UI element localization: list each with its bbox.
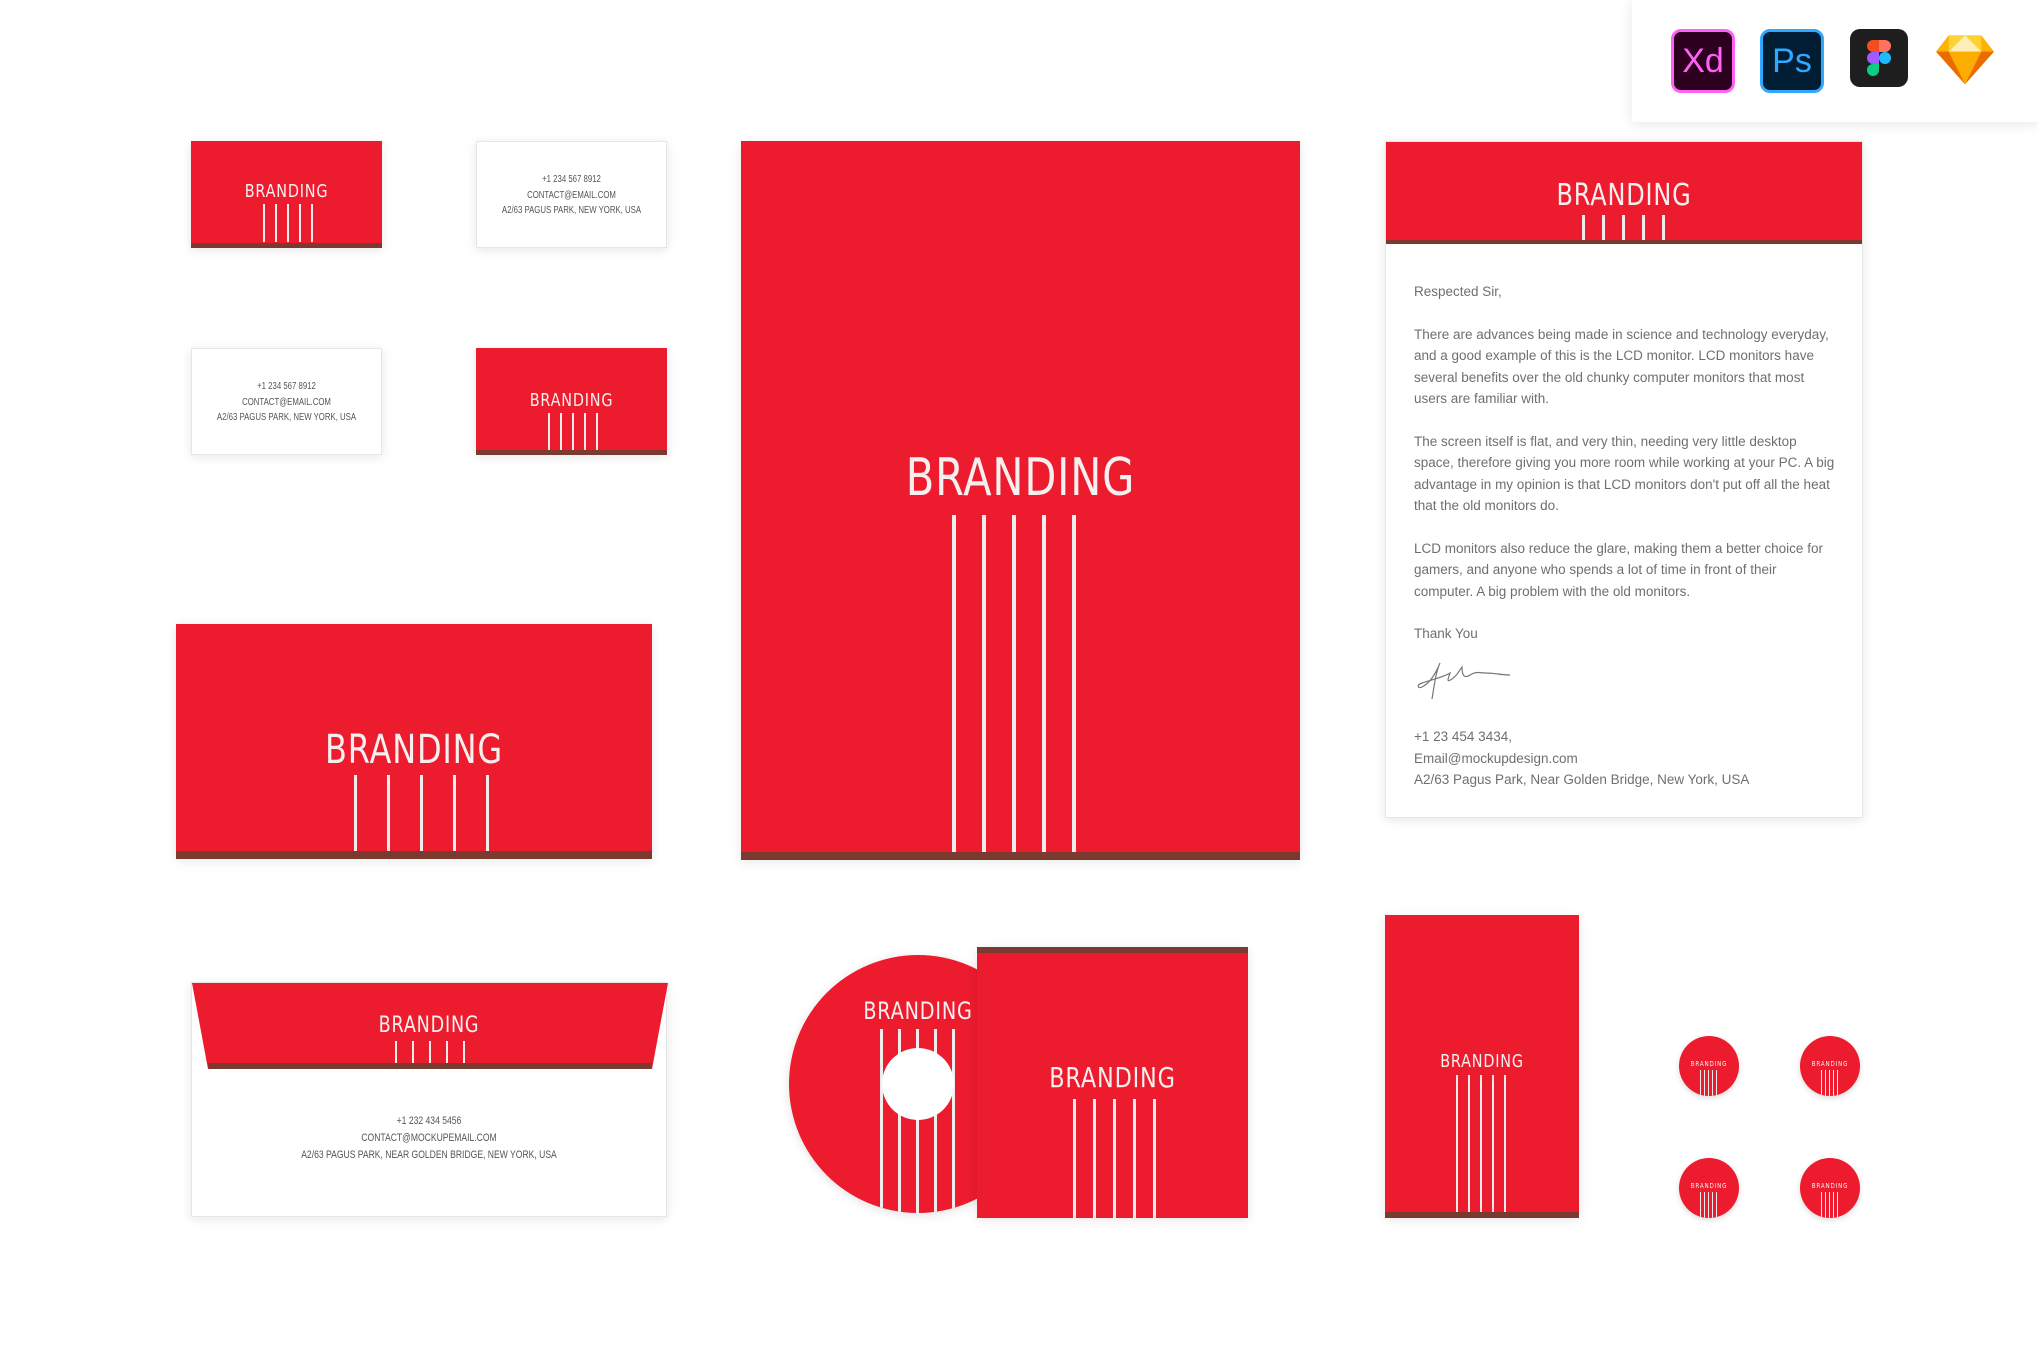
sticker: BRANDING [1679, 1036, 1739, 1096]
letter-address: A2/63 Pagus Park, Near Golden Bridge, Ne… [1414, 772, 1750, 787]
folder-footer-strip [741, 852, 1300, 860]
card-address: A2/63 PAGUS PARK, NEW YORK, USA [216, 412, 357, 423]
card-phone: +1 234 567 8912 [542, 174, 601, 185]
sticker: BRANDING [1800, 1158, 1860, 1218]
logo-bars [1821, 1192, 1838, 1218]
bookmark-footer-strip [1385, 1212, 1579, 1218]
brand-logo-text: BRANDING [1690, 1182, 1728, 1190]
letter-phone: +1 23 454 3434, [1414, 729, 1512, 744]
cd-sleeve: BRANDING [977, 947, 1248, 1218]
brand-logo-text: BRANDING [1556, 178, 1692, 213]
envelope-footer-strip [176, 851, 652, 859]
logo-bars [354, 775, 489, 855]
adobe-xd-icon[interactable]: Xd [1671, 29, 1735, 93]
logo-bars [880, 1029, 955, 1213]
logo-bars [1700, 1070, 1717, 1096]
software-panel: Xd Ps [1632, 0, 2038, 122]
envelope-flap [192, 983, 668, 1069]
photoshop-icon[interactable]: Ps [1760, 29, 1824, 93]
brand-logo-text: BRANDING [529, 390, 614, 411]
brand-logo-text: BRANDING [1811, 1060, 1849, 1068]
card-email: CONTACT@EMAIL.COM [527, 189, 616, 201]
sticker: BRANDING [1800, 1036, 1860, 1096]
logo-bars [951, 515, 1076, 855]
brand-logo-text: BRANDING [378, 1013, 480, 1038]
card-footer-strip [191, 243, 382, 248]
logo-bars [1582, 215, 1665, 244]
sketch-logo [1936, 35, 1994, 85]
letter-email: Email@mockupdesign.com [1414, 750, 1578, 766]
sketch-icon[interactable] [1936, 29, 1994, 87]
figma-logo [1867, 40, 1891, 76]
brand-logo-text: BRANDING [905, 448, 1136, 508]
letter-paragraph-3: LCD monitors also reduce the glare, maki… [1414, 540, 1823, 599]
logo-bars [1072, 1099, 1156, 1218]
letter-paragraph-1: There are advances being made in science… [1414, 326, 1829, 407]
letter-closing: Thank You [1414, 626, 1478, 641]
presentation-folder: BRANDING [741, 141, 1300, 860]
letterhead: BRANDING Respected Sir, There are advanc… [1385, 141, 1863, 818]
cd-sleeve-top-strip [977, 947, 1248, 953]
letterhead-header-strip [1386, 240, 1862, 244]
card-address: A2/63 PAGUS PARK, NEW YORK, USA [501, 205, 642, 216]
card-footer-strip [476, 450, 667, 455]
logo-bars [1700, 1192, 1717, 1218]
envelope-email: CONTACT@MOCKUPEMAIL.COM [361, 1132, 497, 1145]
envelope-address: A2/63 PAGUS PARK, NEAR GOLDEN BRIDGE, NE… [301, 1149, 557, 1162]
logo-bars [1456, 1075, 1506, 1218]
letter-paragraph-2: The screen itself is flat, and very thin… [1414, 433, 1835, 514]
brand-logo-text: BRANDING [1811, 1182, 1849, 1190]
card-email: CONTACT@EMAIL.COM [242, 396, 331, 408]
brand-logo-text: BRANDING [1690, 1060, 1728, 1068]
brand-logo-text: BRANDING [863, 997, 973, 1025]
envelope-back: BRANDING +1 232 434 5456 CONTACT@MOCKUPE… [191, 982, 668, 1217]
sticker: BRANDING [1679, 1158, 1739, 1218]
letterhead-header: BRANDING [1386, 142, 1862, 244]
logo-bars [262, 204, 313, 242]
business-card-back-2: +1 234 567 8912 CONTACT@EMAIL.COM A2/63 … [191, 348, 382, 455]
figma-icon[interactable] [1850, 29, 1908, 87]
letter-contact: +1 23 454 3434, Email@mockupdesign.com A… [1414, 726, 1844, 791]
card-phone: +1 234 567 8912 [257, 381, 316, 392]
business-card-back: +1 234 567 8912 CONTACT@EMAIL.COM A2/63 … [476, 141, 667, 248]
brand-logo-text: BRANDING [244, 181, 329, 202]
letter-body: Respected Sir, There are advances being … [1414, 281, 1839, 666]
logo-bars [1821, 1070, 1838, 1096]
logo-bars [395, 1041, 465, 1063]
cd-hole [882, 1048, 954, 1120]
brand-logo-text: BRANDING [1049, 1061, 1176, 1094]
brand-logo-text: BRANDING [1440, 1051, 1524, 1072]
bookmark-card: BRANDING [1385, 915, 1579, 1218]
brand-logo-text: BRANDING [325, 727, 503, 773]
business-card-front: BRANDING [191, 141, 382, 248]
letter-greeting: Respected Sir, [1414, 284, 1502, 299]
logo-bars [547, 413, 598, 451]
business-card-front-2: BRANDING [476, 348, 667, 455]
envelope-front: BRANDING [176, 624, 652, 859]
envelope-phone: +1 232 434 5456 [396, 1115, 462, 1127]
signature [1417, 662, 1511, 700]
